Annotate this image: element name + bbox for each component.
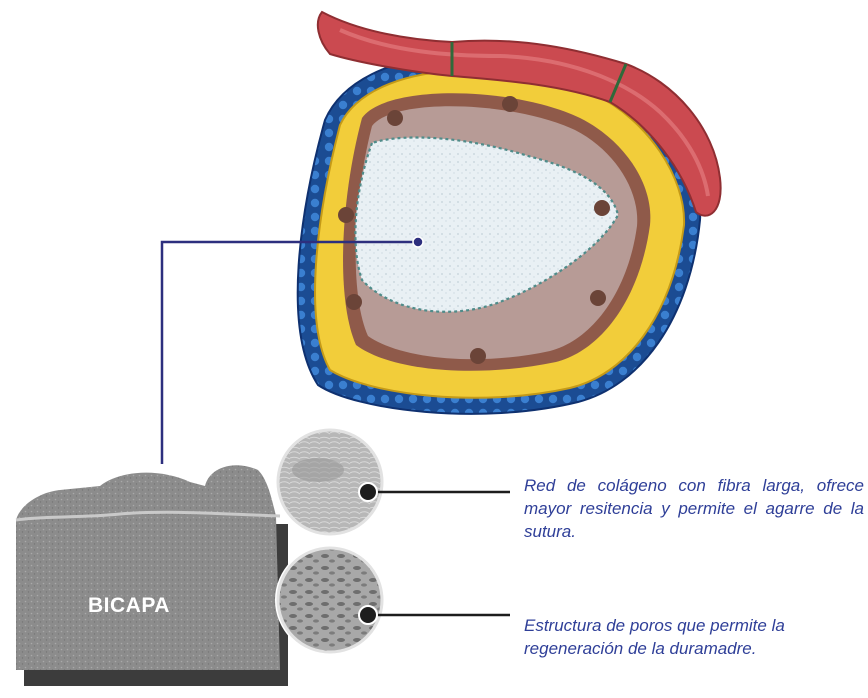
suture-4 <box>590 290 606 306</box>
graft-patch <box>354 136 620 313</box>
bicapa-label: BICAPA <box>88 594 170 617</box>
scalp-flap <box>316 10 722 217</box>
bicapa-block <box>15 465 288 686</box>
micrograph-fiber <box>275 427 385 537</box>
suture-1 <box>387 110 403 126</box>
craniotomy-drawing <box>296 10 722 415</box>
micrograph-pores <box>275 545 385 655</box>
callout-fiber-text: Red de colágeno con fibra larga, ofrece … <box>524 476 864 541</box>
suture-3 <box>594 200 610 216</box>
suture-6 <box>346 294 362 310</box>
callout-pores-text: Estructura de poros que permite la regen… <box>524 616 785 658</box>
pointer-pores <box>358 605 510 625</box>
pointer-fiber <box>358 482 510 502</box>
suture-7 <box>338 207 354 223</box>
leader-line-graft <box>160 236 424 464</box>
suture-2 <box>502 96 518 112</box>
suture-5 <box>470 348 486 364</box>
